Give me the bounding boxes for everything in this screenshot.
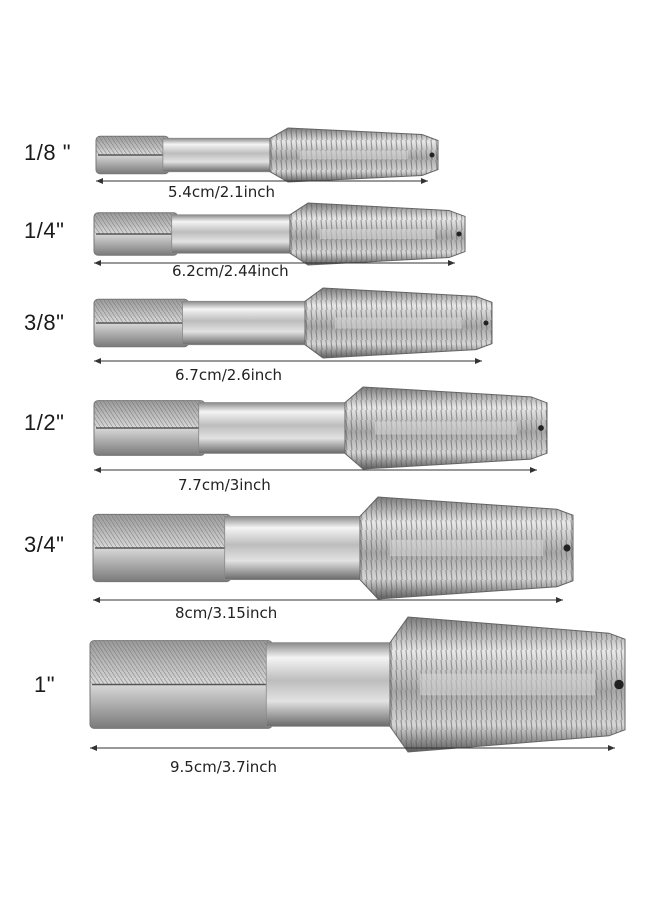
tap-size-label: 3/8": [24, 310, 65, 335]
tap-size-label: 3/4": [24, 532, 65, 557]
length-dimension-arrow: [94, 358, 482, 364]
tap-length-label: 5.4cm/2.1inch: [168, 183, 276, 201]
tap-size-label: 1/2": [24, 410, 65, 435]
tap-length-label: 7.7cm/3inch: [178, 476, 271, 494]
tap-length-label: 6.7cm/2.6inch: [175, 366, 283, 384]
pipe-tap-4: [93, 386, 548, 473]
tap-length-label: 9.5cm/3.7inch: [170, 758, 278, 776]
length-dimension-arrow: [93, 597, 563, 603]
length-dimension-arrow: [90, 745, 615, 751]
pipe-tap-2: [93, 202, 466, 266]
tap-length-label: 6.2cm/2.44inch: [172, 262, 289, 280]
length-dimension-arrow: [94, 260, 455, 266]
length-dimension-arrow: [94, 467, 537, 473]
tap-size-label: 1/8 ": [24, 140, 72, 165]
pipe-tap-3: [93, 287, 493, 364]
pipe-tap-1: [95, 127, 439, 184]
tap-size-label: 1": [34, 672, 56, 697]
pipe-tap-6: [89, 616, 626, 753]
length-dimension-arrow: [96, 178, 428, 184]
tap-length-label: 8cm/3.15inch: [175, 604, 278, 622]
tap-size-label: 1/4": [24, 218, 65, 243]
pipe-tap-5: [92, 496, 574, 603]
